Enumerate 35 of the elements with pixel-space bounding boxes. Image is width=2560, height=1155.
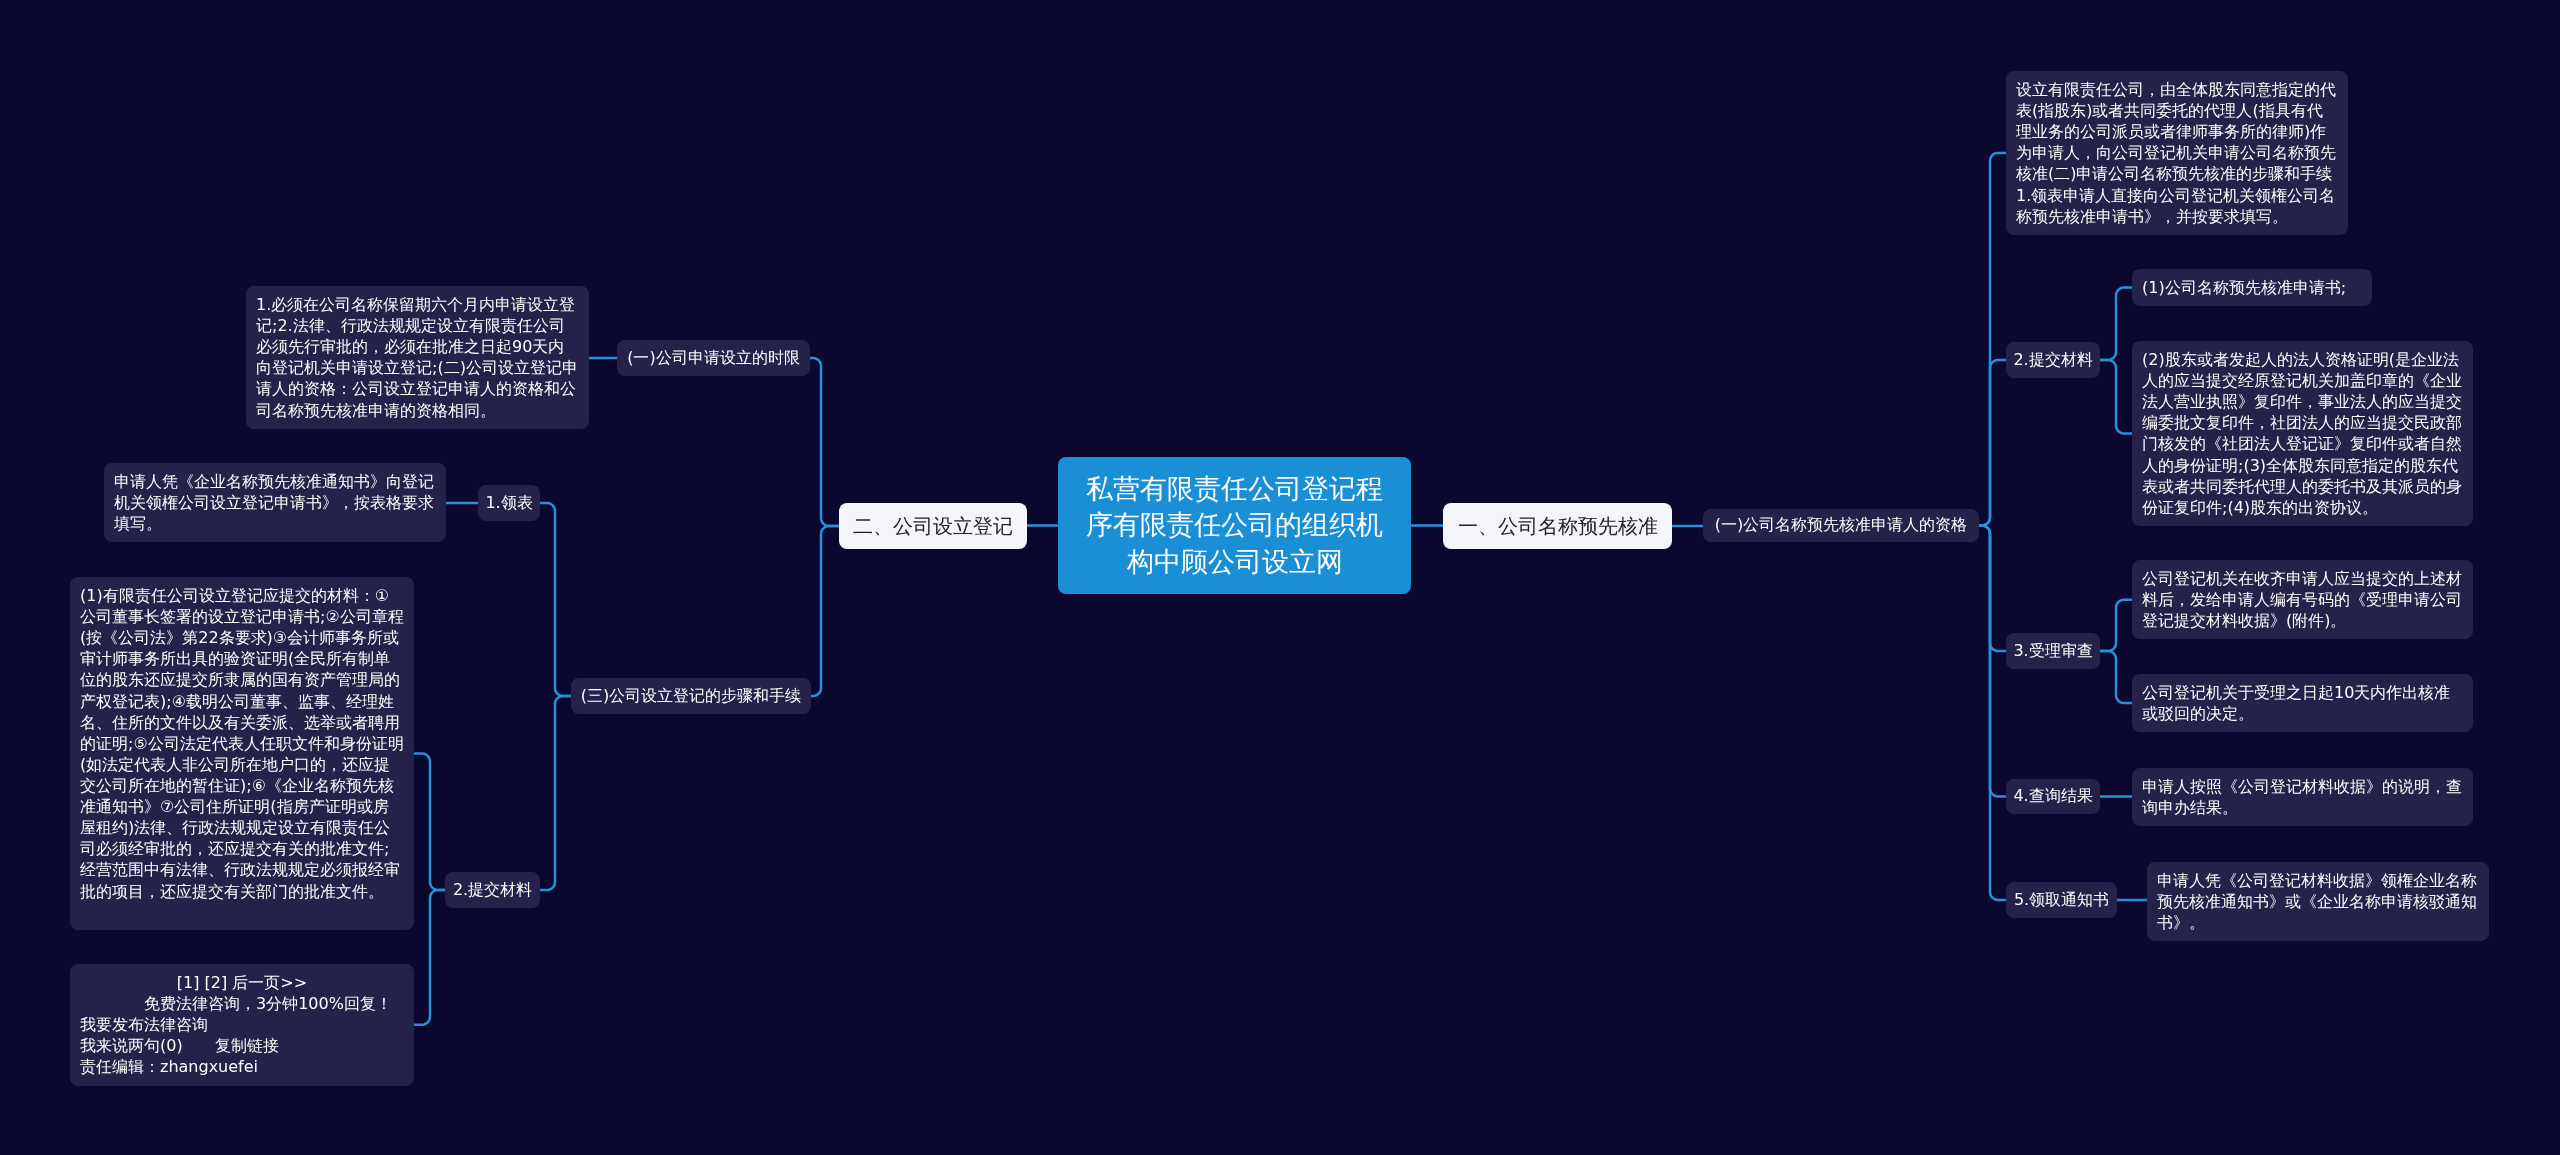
note-box: (1)公司名称预先核准申请书; xyxy=(2132,269,2372,307)
subtopic-box: (一)公司申请设立的时限 xyxy=(617,340,810,376)
note-box: 设立有限责任公司，由全体股东同意指定的代表(指股东)或者共同委托的代理人(指具有代理业务的公司派员或者律师事务所的律师)作为申请人，向公司登记机关申请公司名称预先核准(二)申请公司名称预先核准的步骤和手续1.领表申请人直接向公司登记机关领権公司名称预先核准申请书》，并按要求填写。 xyxy=(2006,71,2348,235)
note-box: [1] [2] 后一页>> 免费法律咨询，3分钟100%回复！我要发布法律咨询 我来说两句(0) 复制链接 责任编辑：zhangxuefei xyxy=(70,964,414,1086)
connector-line xyxy=(810,524,839,698)
connector-line xyxy=(2100,649,2132,705)
central-topic: 私营有限责任公司登记程序有限责任公司的组织机构中顾公司设立网 xyxy=(1058,457,1411,594)
subtopic-box: 4.查询结果 xyxy=(2006,779,2100,814)
note-box: 申请人按照《公司登记材料收据》的说明，查询申办结果。 xyxy=(2132,768,2473,827)
connector-line xyxy=(2100,358,2132,435)
subtopic-box: 3.受理审查 xyxy=(2006,633,2100,669)
subtopic-box: (三)公司设立登记的步骤和手续 xyxy=(571,678,811,714)
connector-line xyxy=(1411,524,1443,527)
note-box: (1)有限责任公司设立登记应提交的材料：①公司董事长签署的设立登记申请书;②公司章程(按《公司法》第22条要求)③会计师事务所或审计师事务所出具的验资证明(全民所有制单位的股东还应提交所隶属的国有资产管理局的产权登记表);④载明公司董事、监事、经理姓名、住所的文件以及有关委派、选举或者聘用的证明;⑤公司法定代表人任职文件和身份证明(如法定代表人非公司所在地户口的，还应提交公司所在地的暂住证);⑥《企业名称预先核准通知书》⑦公司住所证明(指房产证明或房屋租约)法律、行政法规规定设立有限责任公司必须经审批的，还应提交有关的批准文件;经营范围中有法律、行政法规规定必须报经审批的项目，还应提交有关部门的批准文件。 xyxy=(70,577,414,930)
note-box: 公司登记机关在收齐申请人应当提交的上述材料后，发给申请人编有号码的《受理申请公司登记提交材料收据》(附件)。 xyxy=(2132,560,2473,640)
branch-topic: 二、公司设立登记 xyxy=(839,503,1027,549)
subtopic-box: 5.领取通知书 xyxy=(2006,882,2117,918)
connector-line xyxy=(1672,524,1703,528)
branch-topic: 一、公司名称预先核准 xyxy=(1443,503,1672,549)
subtopic-box: (一)公司名称预先核准申请人的资格 xyxy=(1703,509,1979,542)
connector-line xyxy=(446,501,478,505)
subtopic-box: 2.提交材料 xyxy=(445,872,540,908)
connector-line xyxy=(2100,795,2132,798)
connector-line xyxy=(414,888,445,1026)
connector-line xyxy=(540,694,571,892)
note-box: (2)股东或者发起人的法人资格证明(是企业法人的应当提交经原登记机关加盖印章的《企业法人营业执照》复印件，事业法人的应当提交编委批文复印件，社团法人的应当提交民政部门核发的《社团法人登记证》复印件或者自然人的身份证明;(3)全体股东同意指定的股东代表或者共同委托代理人的委托书及其派员的身份证复印件;(4)股东的出资协议。 xyxy=(2132,341,2473,526)
subtopic-box: 1.领表 xyxy=(478,485,540,521)
subtopic-box: 2.提交材料 xyxy=(2006,342,2100,378)
connector-line xyxy=(589,356,617,360)
connector-line xyxy=(2117,898,2147,902)
connector-line xyxy=(1027,524,1058,527)
note-box: 1.必须在公司名称保留期六个月内申请设立登记;2.法律、行政法规规定设立有限责任公司必须先行审批的，必须在批准之日起90天内向登记机关申请设立登记;(二)公司设立登记申请人的资格：公司设立登记申请人的资格和公司名称预先核准申请的资格相同。 xyxy=(246,286,589,429)
note-box: 申请人凭《企业名称预先核准通知书》向登记机关领権公司设立登记申请书》，按表格要求填写。 xyxy=(104,463,446,543)
note-box: 公司登记机关于受理之日起10天内作出核准或驳回的决定。 xyxy=(2132,674,2473,733)
note-box: 申请人凭《公司登记材料收据》领権企业名称预先核准通知书》或《企业名称申请核驳通知书》。 xyxy=(2147,862,2489,942)
